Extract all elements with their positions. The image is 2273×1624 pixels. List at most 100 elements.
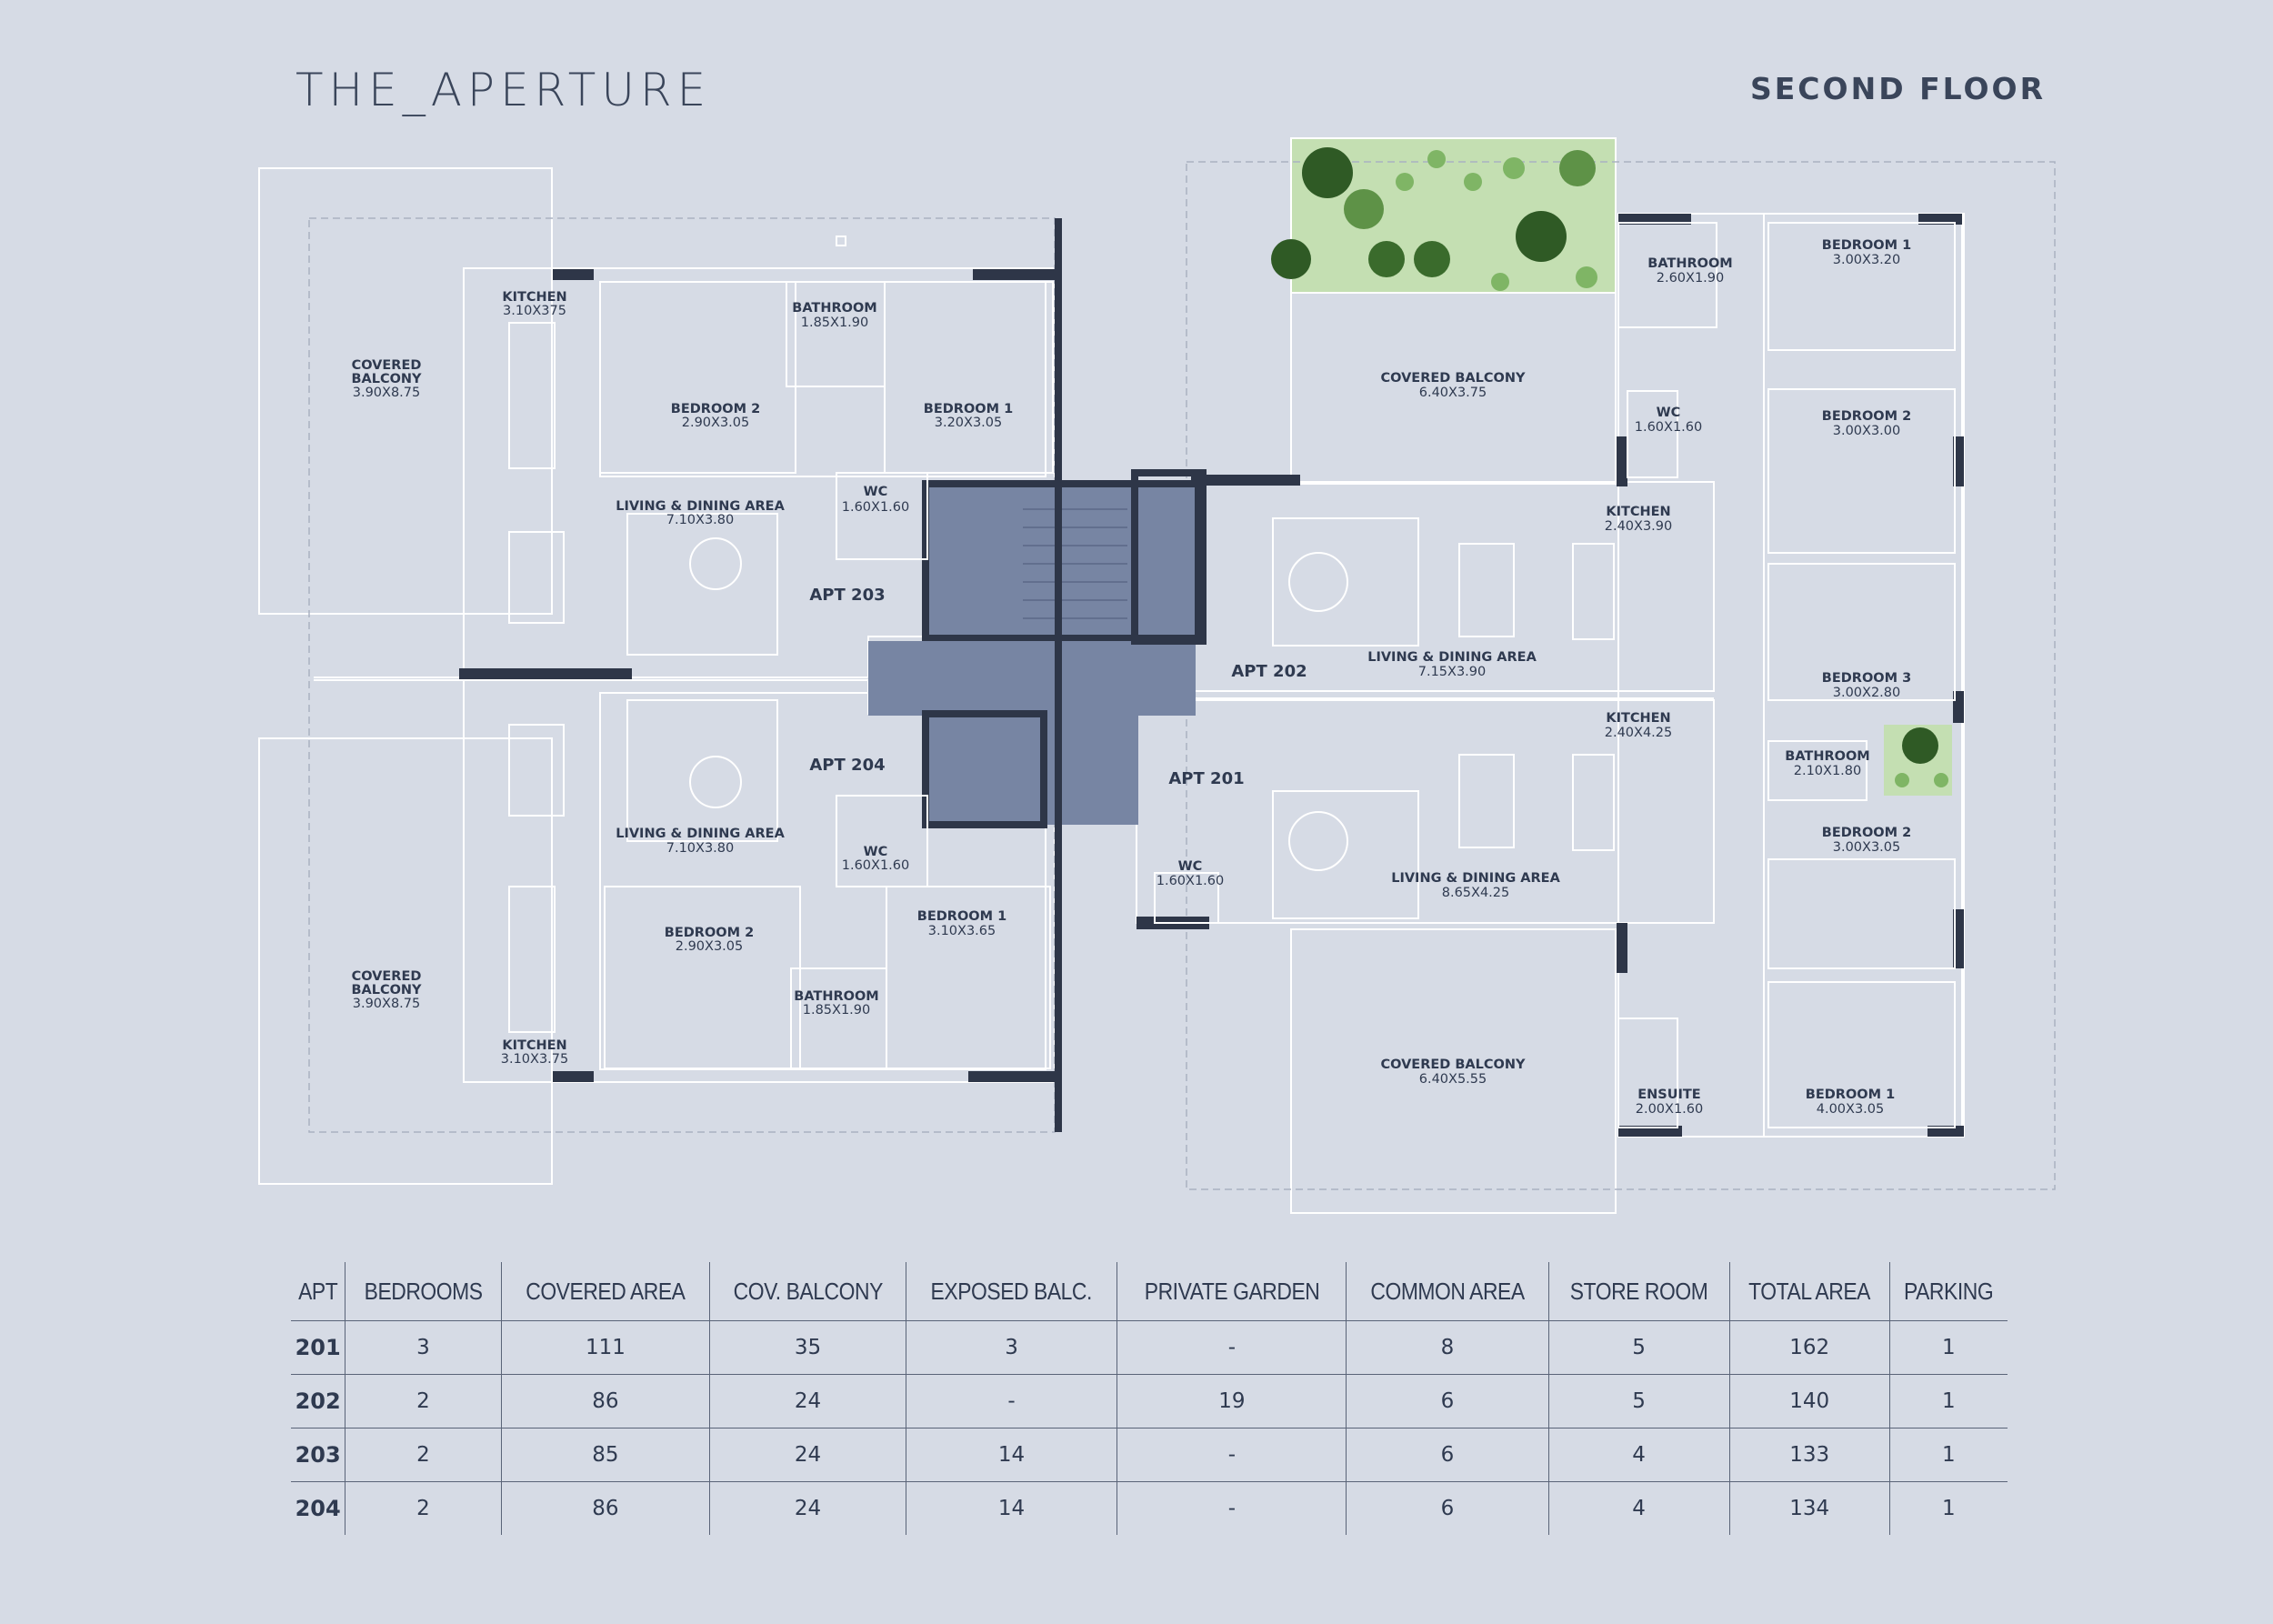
apt-label-203: APT 203 bbox=[809, 586, 885, 605]
room-label-wc-201: WC bbox=[1178, 859, 1203, 874]
room-label-bed3-201: BEDROOM 3 bbox=[1822, 671, 1911, 686]
table-cell: 85 bbox=[500, 1428, 710, 1482]
room-dim-bath-203: 1.85X1.90 bbox=[801, 316, 869, 330]
room-dim-ensuite-201: 2.00X1.60 bbox=[1636, 1102, 1704, 1117]
room-dim-bath-202: 2.60X1.90 bbox=[1657, 271, 1725, 286]
apt-label-202: APT 202 bbox=[1231, 662, 1307, 681]
room-label-bath-202: BATHROOM bbox=[1647, 256, 1732, 271]
room-label-kitchen-204: KITCHEN bbox=[502, 1038, 566, 1053]
balcony-outline-202 bbox=[1290, 292, 1617, 485]
room-dim-wc-202: 1.60X1.60 bbox=[1635, 420, 1703, 435]
room-dim-wc-204: 1.60X1.60 bbox=[842, 858, 910, 873]
table-cell: 24 bbox=[709, 1481, 906, 1535]
room-label-kitchen-202: KITCHEN bbox=[1606, 505, 1670, 519]
room-dim-bed2-204: 2.90X3.05 bbox=[676, 939, 744, 954]
table-cell: 134 bbox=[1728, 1481, 1890, 1535]
table-cell: - bbox=[1116, 1320, 1347, 1375]
table-cell: 6 bbox=[1346, 1374, 1548, 1429]
table-cell: 162 bbox=[1728, 1320, 1890, 1375]
table-cell: 19 bbox=[1116, 1374, 1347, 1429]
area-schedule-table: APT BEDROOMS COVERED AREA COV. BALCONY E… bbox=[291, 1262, 2008, 1535]
room-label-balc-201: COVERED BALCONY bbox=[1381, 1058, 1526, 1072]
room-dim-bath-204: 1.85X1.90 bbox=[803, 1003, 871, 1018]
table-cell: 1 bbox=[1888, 1320, 2008, 1375]
table-row: 202 2 86 24 - 19 6 5 140 1 bbox=[291, 1374, 2008, 1429]
room-dim-living-202: 7.15X3.90 bbox=[1418, 665, 1487, 679]
room-label-bed1-204: BEDROOM 1 bbox=[917, 909, 1006, 924]
table-cell: - bbox=[905, 1374, 1117, 1429]
room-dim-bed2-203: 2.90X3.05 bbox=[682, 416, 750, 430]
room-label-bed2-203: BEDROOM 2 bbox=[671, 402, 760, 416]
balcony-outline-201 bbox=[1290, 928, 1617, 1214]
stair-core bbox=[868, 469, 1207, 828]
garden-trees bbox=[1271, 147, 1952, 796]
room-label-bath-203: BATHROOM bbox=[792, 301, 876, 316]
room-label-kitchen-203: KITCHEN bbox=[502, 290, 566, 305]
table-row: 203 2 85 24 14 - 6 4 133 1 bbox=[291, 1428, 2008, 1482]
room-dim-bed3-201: 3.00X2.80 bbox=[1833, 686, 1901, 700]
balcony-outline-top-left bbox=[258, 167, 553, 615]
table-cell: 1 bbox=[1888, 1428, 2008, 1482]
col-total-area: TOTAL AREA bbox=[1738, 1262, 1880, 1321]
table-cell: 5 bbox=[1547, 1320, 1730, 1375]
room-dim-kitchen-204: 3.10X3.75 bbox=[501, 1052, 569, 1067]
room-label-bath-204: BATHROOM bbox=[794, 989, 878, 1004]
room-label-balc-tl-1: COVERED bbox=[352, 358, 422, 373]
col-apt: APT bbox=[298, 1277, 338, 1305]
bedroom-2-203-outline bbox=[599, 281, 796, 474]
table-cell: 86 bbox=[500, 1374, 710, 1429]
room-dim-bed1-203: 3.20X3.05 bbox=[935, 416, 1003, 430]
room-dim-living-203: 7.10X3.80 bbox=[666, 513, 735, 527]
col-exposed-balc: EXPOSED BALC. bbox=[917, 1262, 1105, 1321]
table-cell: - bbox=[1116, 1428, 1347, 1482]
table-cell: 24 bbox=[709, 1428, 906, 1482]
table-cell: 3 bbox=[345, 1320, 502, 1375]
room-dim-bed1-201: 4.00X3.05 bbox=[1817, 1102, 1885, 1117]
brand-logo: THE_APERTURE bbox=[295, 64, 712, 116]
room-dim-bed1-204: 3.10X3.65 bbox=[928, 924, 996, 938]
room-label-living-203: LIVING & DINING AREA bbox=[616, 499, 785, 514]
room-dim-bed2-201: 3.00X3.05 bbox=[1833, 840, 1901, 855]
room-label-bed1-203: BEDROOM 1 bbox=[924, 402, 1013, 416]
room-dim-wc-201: 1.60X1.60 bbox=[1157, 874, 1225, 888]
room-dim-balc-tl: 3.90X8.75 bbox=[353, 386, 421, 400]
room-label-bed2-202: BEDROOM 2 bbox=[1822, 409, 1911, 424]
table-cell: 6 bbox=[1346, 1428, 1548, 1482]
col-private-garden: PRIVATE GARDEN bbox=[1130, 1262, 1333, 1321]
room-label-wc-202: WC bbox=[1657, 406, 1681, 420]
table-cell: 8 bbox=[1346, 1320, 1548, 1375]
floor-title: SECOND FLOOR bbox=[1750, 71, 2046, 106]
col-covered-area: COVERED AREA bbox=[513, 1262, 697, 1321]
table-cell: 14 bbox=[905, 1481, 1117, 1535]
table-header-row: APT BEDROOMS COVERED AREA COV. BALCONY E… bbox=[291, 1262, 2008, 1321]
room-label-living-202: LIVING & DINING AREA bbox=[1367, 650, 1537, 665]
room-dim-balc-202: 6.40X3.75 bbox=[1419, 386, 1487, 400]
room-dim-kitchen-202: 2.40X3.90 bbox=[1605, 519, 1673, 534]
table-cell: 2 bbox=[345, 1374, 502, 1429]
table-cell: 140 bbox=[1728, 1374, 1890, 1429]
room-dim-wc-203: 1.60X1.60 bbox=[842, 500, 910, 515]
table-cell: 3 bbox=[905, 1320, 1117, 1375]
table-cell: 202 bbox=[291, 1374, 345, 1429]
room-label-kitchen-201: KITCHEN bbox=[1606, 711, 1670, 726]
table-cell: 203 bbox=[291, 1428, 345, 1482]
room-dim-living-201: 8.65X4.25 bbox=[1442, 886, 1510, 900]
floor-plan: COVERED BALCONY 3.90X8.75 KITCHEN 3.10X3… bbox=[258, 137, 2056, 1214]
room-dim-bed2-202: 3.00X3.00 bbox=[1833, 424, 1901, 438]
table-cell: 4 bbox=[1547, 1428, 1730, 1482]
table-cell: 24 bbox=[709, 1374, 906, 1429]
col-cov-balcony: COV. BALCONY bbox=[721, 1262, 895, 1321]
table-cell: 111 bbox=[500, 1320, 710, 1375]
room-label-bed2-201: BEDROOM 2 bbox=[1822, 826, 1911, 840]
table-cell: 2 bbox=[345, 1481, 502, 1535]
table-row: 201 3 111 35 3 - 8 5 162 1 bbox=[291, 1320, 2008, 1375]
room-label-bed1-202: BEDROOM 1 bbox=[1822, 238, 1911, 253]
room-dim-bath-201: 2.10X1.80 bbox=[1794, 764, 1862, 778]
room-dim-bed1-202: 3.00X3.20 bbox=[1833, 253, 1901, 267]
table-cell: 4 bbox=[1547, 1481, 1730, 1535]
table-cell: 2 bbox=[345, 1428, 502, 1482]
table-cell: 201 bbox=[291, 1320, 345, 1375]
table-cell: 204 bbox=[291, 1481, 345, 1535]
table-row: 204 2 86 24 14 - 6 4 134 1 bbox=[291, 1481, 2008, 1535]
table-cell: 86 bbox=[500, 1481, 710, 1535]
